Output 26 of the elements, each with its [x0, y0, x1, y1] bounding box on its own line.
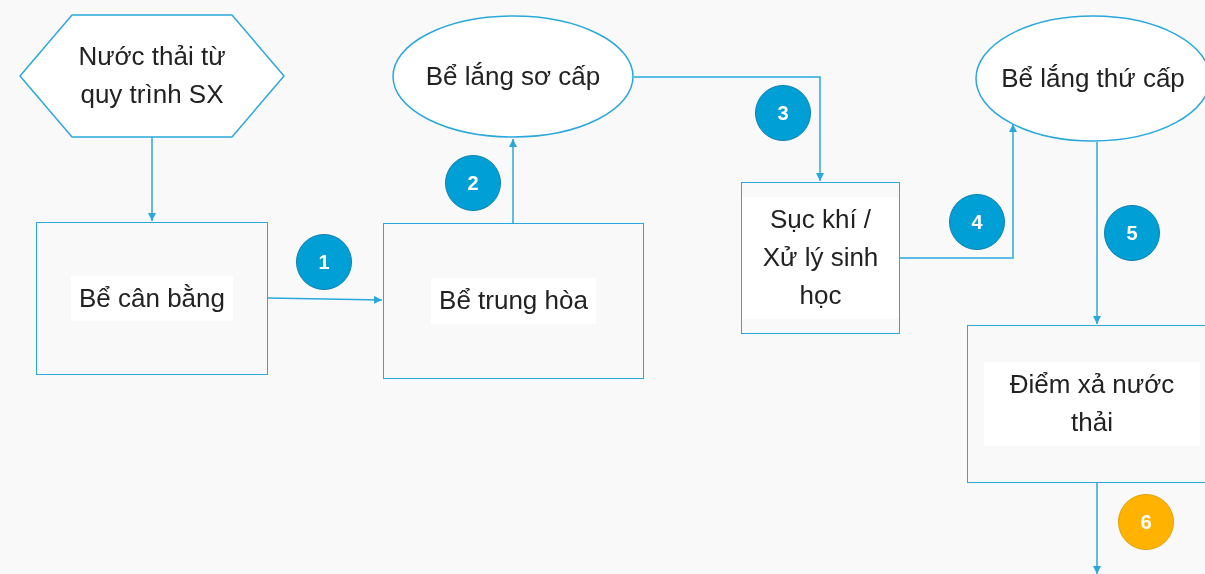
process-box [967, 325, 1205, 483]
arrow [1093, 482, 1101, 574]
arrow [509, 138, 517, 224]
node-text: Bể lắng thứ cấp [1000, 61, 1186, 95]
ellipse-node [392, 15, 634, 138]
process-box [36, 222, 268, 375]
node-text: Sục khí / Xử lý sinh học [742, 197, 899, 319]
arrow [148, 136, 156, 222]
step-number-badge: 4 [949, 194, 1005, 250]
process-box [383, 223, 644, 379]
node-text: Bể lắng sơ cấp [424, 59, 602, 93]
node-text: Bể cân bằng [71, 275, 233, 322]
arrow [267, 295, 383, 304]
step-number-badge: 1 [296, 234, 352, 290]
arrow [633, 76, 824, 182]
hexagon-node [20, 15, 284, 137]
step-number-badge: 2 [445, 155, 501, 211]
process-box [741, 182, 900, 334]
node-text: Nước thải từ quy trình SX [77, 40, 227, 111]
node-text: Bể trung hòa [431, 278, 596, 324]
arrow [1093, 141, 1101, 325]
step-number-badge: 6 [1118, 494, 1174, 550]
step-number-badge: 5 [1104, 205, 1160, 261]
node-text: Điểm xả nước thải [984, 362, 1200, 446]
step-number-badge: 3 [755, 85, 811, 141]
arrow [899, 123, 1017, 259]
